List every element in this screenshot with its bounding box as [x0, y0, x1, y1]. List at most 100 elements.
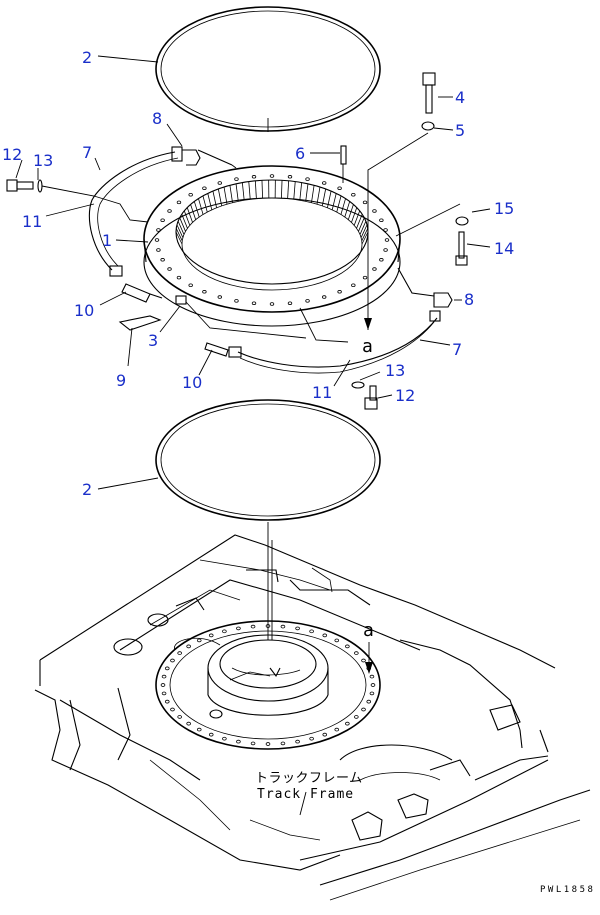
bolt-hole — [345, 644, 350, 649]
gear-tooth — [305, 183, 309, 202]
bolt-hole — [251, 301, 257, 305]
bolt-hole — [154, 238, 160, 242]
bolt-hole — [362, 275, 368, 280]
gear-tooth — [229, 185, 233, 203]
bolt-hole — [379, 218, 384, 222]
bolt-hole — [167, 267, 172, 271]
bolt-hole — [379, 258, 384, 262]
bolt-hole — [309, 736, 314, 741]
bolt-hole — [305, 177, 310, 181]
bolt-hole — [345, 721, 350, 726]
bolt-hole — [236, 739, 241, 744]
bolt-hole — [295, 739, 300, 744]
callout-11-lower: 11 — [312, 383, 332, 402]
gear-tooth — [331, 193, 337, 210]
bolt-hole — [188, 283, 193, 288]
bolt-hole — [322, 633, 328, 638]
bolt-hole — [186, 721, 191, 726]
reference-mark-a-lower: a — [363, 620, 374, 641]
gear-tooth — [175, 231, 183, 245]
washer-5 — [421, 121, 435, 131]
gear-tooth — [177, 221, 185, 235]
callout-2-lower: 2 — [82, 480, 92, 499]
callout-13-lower: 13 — [385, 361, 405, 380]
gear-tooth — [360, 224, 368, 238]
gear-tooth — [293, 181, 296, 200]
bolt-hole — [305, 299, 310, 303]
callout-15: 15 — [494, 199, 514, 218]
bolt-hole — [269, 302, 275, 306]
gear-tooth — [347, 204, 354, 220]
bolt-hole — [222, 629, 227, 634]
bolt-hole — [322, 181, 327, 185]
bolt-hole — [287, 301, 293, 305]
gear-tooth — [179, 217, 186, 232]
bolt-hole — [322, 732, 328, 737]
bolt-hole — [236, 626, 241, 631]
bolt-hole — [383, 228, 388, 232]
gear-tooth — [254, 180, 257, 199]
gear-tooth — [217, 188, 223, 206]
gear-tooth — [175, 228, 183, 241]
track-frame-label-en: Track Frame — [257, 787, 354, 802]
bolt-hole — [370, 683, 376, 687]
gear-tooth — [361, 231, 369, 245]
callout-7-upper: 7 — [82, 143, 92, 162]
bolt-hole — [196, 727, 202, 732]
gear-tooth — [361, 228, 369, 241]
bolt-hole — [160, 218, 165, 222]
grease-hose-left — [88, 146, 233, 277]
track-frame-label-jp: トラックフレーム — [255, 771, 363, 786]
bolt-hole — [383, 248, 388, 252]
bolt-12-left — [6, 179, 43, 193]
grease-hose-right — [228, 267, 453, 374]
gear-tooth — [193, 201, 200, 218]
gear-tooth — [358, 217, 365, 232]
bolt-holes — [154, 174, 390, 306]
bolt-hole — [265, 624, 271, 628]
gear-tooth — [181, 214, 188, 229]
bolt-hole — [372, 267, 377, 271]
swing-circle — [143, 165, 401, 327]
callout-10-upper: 10 — [74, 301, 94, 320]
callout-12-upper: 12 — [2, 145, 22, 164]
gear-tooth — [356, 214, 363, 229]
bolt-hole — [156, 228, 161, 232]
bolt-hole — [196, 638, 202, 643]
bolt-hole — [167, 209, 172, 213]
callout-5: 5 — [455, 121, 465, 140]
bolt-hole — [309, 629, 314, 634]
gear-tooth — [198, 198, 204, 215]
callout-11-upper: 11 — [22, 212, 42, 231]
bolt-hole — [222, 736, 227, 741]
track-frame — [34, 534, 591, 901]
gear-tooth — [176, 224, 184, 238]
bolt-hole — [177, 715, 182, 719]
callout-14: 14 — [494, 239, 514, 258]
bolt-hole — [170, 658, 175, 663]
callout-8-right: 8 — [464, 290, 474, 309]
callout-1: 1 — [102, 231, 112, 250]
gear-tooth — [287, 180, 290, 199]
callout-13-upper: 13 — [33, 151, 53, 170]
bolt-hole — [269, 174, 275, 178]
gear-tooth — [183, 210, 191, 226]
gear-teeth — [175, 180, 369, 245]
callout-2-upper: 2 — [82, 48, 92, 67]
bolt-hole — [369, 691, 375, 696]
bolt-hole — [334, 727, 340, 732]
bolt-hole — [234, 299, 239, 303]
gear-tooth — [248, 181, 251, 200]
gear-tooth — [321, 188, 327, 206]
bolt-hole — [160, 258, 165, 262]
bolt-14 — [455, 231, 468, 266]
callout-8-upper: 8 — [152, 109, 162, 128]
gear-tooth — [311, 185, 315, 203]
bolt-hole — [161, 674, 167, 679]
fittings-left — [118, 283, 229, 357]
reference-mark-a-upper: a — [362, 336, 373, 357]
bolt-hole — [361, 707, 366, 712]
callout-12-lower: 12 — [395, 386, 415, 405]
bolt-hole — [164, 666, 170, 671]
bolt-hole — [334, 638, 340, 643]
